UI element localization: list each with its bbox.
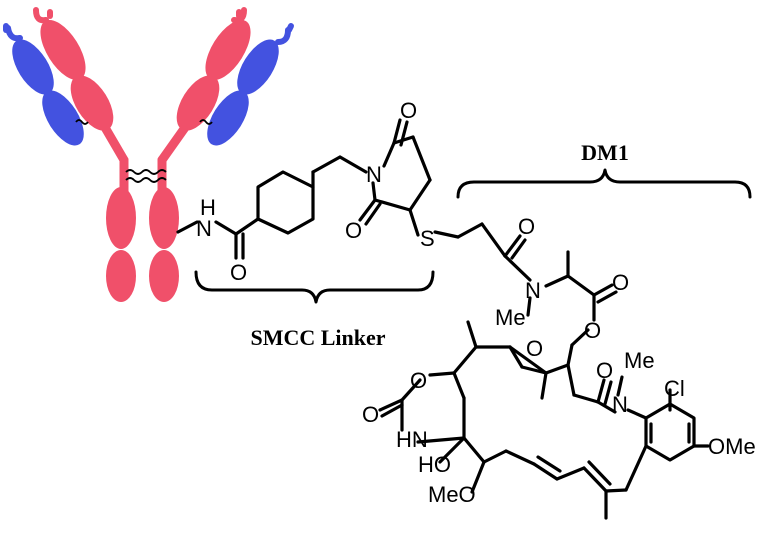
atom-propanoyl-o: O <box>518 214 535 239</box>
light-chain-domain-right-lower <box>207 90 249 146</box>
disulfide-bond-hinge-2 <box>125 177 167 183</box>
atom-methoxy-left: MeO <box>428 482 476 507</box>
atom-sulfur: S <box>420 226 435 251</box>
atom-n-methyl-me: Me <box>495 305 526 330</box>
disulfide-bond-hinge-1 <box>125 169 167 175</box>
heavy-chain-tip-left-a <box>33 7 49 24</box>
atom-carbamate-nh: HN <box>396 427 428 452</box>
atom-carbamate-o-carbonyl: O <box>362 402 379 427</box>
atom-lactam-n: N <box>612 392 628 417</box>
smcc-linker-label: SMCC Linker <box>250 325 385 350</box>
light-chain-domain-right-upper <box>237 39 279 95</box>
light-chain-domain-left-lower <box>42 90 84 146</box>
atom-maleimide-o-bottom: O <box>345 218 362 243</box>
heavy-chain-domain-right-lower <box>176 75 220 131</box>
atom-lactam-me: Me <box>624 348 655 373</box>
atom-lactam-o: O <box>596 358 613 383</box>
atom-amide-n: N <box>196 216 212 241</box>
light-chain-tip-right <box>275 27 291 45</box>
smcc-linker-brace <box>194 270 435 304</box>
heavy-chain-tip-right-a <box>231 7 247 24</box>
light-chain-tip-left <box>5 25 23 42</box>
light-chain-domain-left-upper <box>12 39 54 95</box>
dm1-brace <box>456 168 752 199</box>
disulfide-bond-right-arm <box>199 119 213 125</box>
atom-hydroxyl: HO <box>418 452 451 477</box>
atom-maleimide-o-top: O <box>400 98 417 123</box>
atom-maleimide-n: N <box>366 162 382 187</box>
dm1-label: DM1 <box>581 140 629 165</box>
fc-domain-right-upper <box>149 187 179 249</box>
fc-domain-right-lower <box>149 250 179 302</box>
fc-domain-left-upper <box>106 187 136 249</box>
atom-ester-o-carbonyl: O <box>612 270 629 295</box>
blue-bracket-right <box>286 23 294 33</box>
atom-amide-h: H <box>200 195 216 220</box>
atom-amide-o: O <box>230 260 247 285</box>
atom-carbamate-o-ring: O <box>410 368 427 393</box>
atom-ester-o-ring: O <box>584 318 601 343</box>
smcc-linker-structure <box>176 118 460 260</box>
heavy-chain-domain-left-upper <box>40 19 86 81</box>
heavy-chain-domain-right-upper <box>205 19 251 81</box>
atom-chloro: Cl <box>664 376 685 401</box>
atom-epoxide-o: O <box>526 336 543 361</box>
atom-methoxy-aryl: OMe <box>708 434 756 459</box>
fc-domain-left-lower <box>106 250 136 302</box>
dm1-structure <box>378 222 710 520</box>
atom-n-methyl-n: N <box>525 278 541 303</box>
disulfide-bond-left-arm <box>75 119 89 125</box>
heavy-chain-domain-left-lower <box>70 75 114 131</box>
antibody-graphic <box>3 7 294 302</box>
